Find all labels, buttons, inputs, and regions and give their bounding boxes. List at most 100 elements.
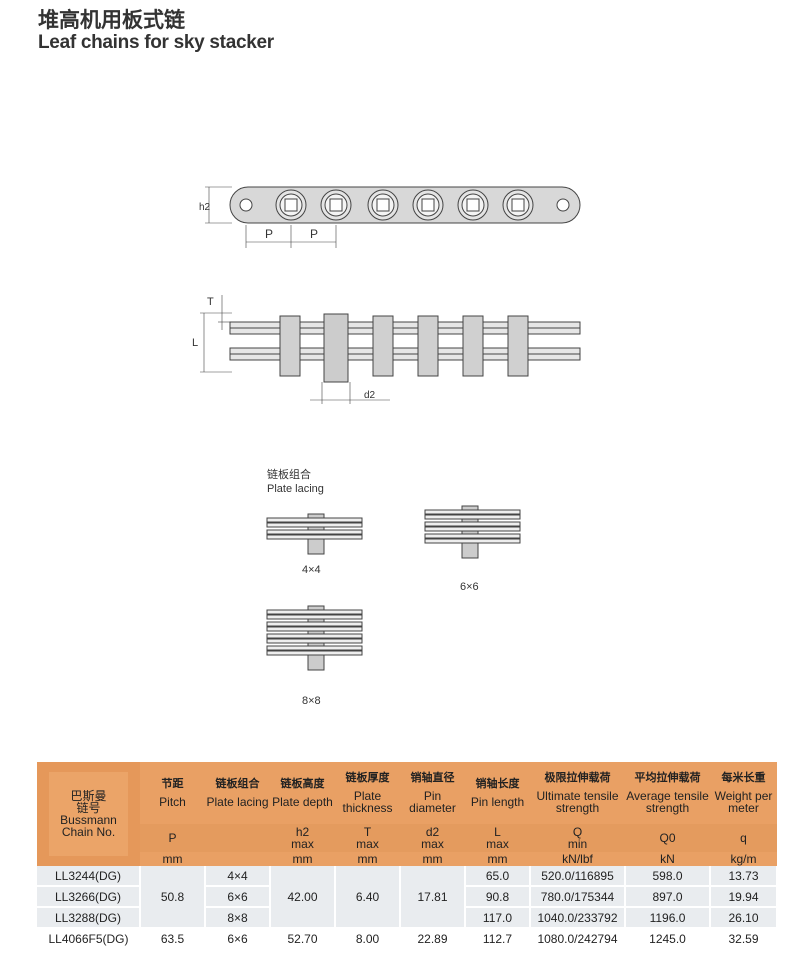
- title-cn: 堆高机用板式链: [38, 8, 185, 32]
- chain-no-header-line: Chain No.: [61, 825, 116, 839]
- value-l: 90.8: [465, 886, 531, 908]
- column-symbol-main: d2: [425, 825, 440, 839]
- column-symbol: Q0: [625, 824, 710, 852]
- plate: [266, 609, 363, 615]
- lacing-6x6-label: 6×6: [460, 581, 479, 593]
- chain-no: LL3266(DG): [37, 886, 141, 908]
- value-q: 780.0/175344: [530, 886, 626, 908]
- plate: [424, 521, 521, 527]
- pitch-label-2: P: [310, 227, 318, 241]
- column-header-en: Plate thickness: [342, 789, 393, 815]
- chain-no: LL3244(DG): [37, 866, 141, 887]
- plate: [266, 529, 363, 535]
- column-header: 链板高度 Plate depth: [270, 762, 335, 824]
- value-q0: 598.0: [625, 866, 711, 887]
- column-header-cn: 链板组合: [215, 777, 260, 790]
- pin: [372, 315, 394, 377]
- lacing-title-cn: 链板组合: [267, 467, 311, 481]
- title-en: Leaf chains for sky stacker: [38, 32, 274, 53]
- plate: [266, 517, 363, 523]
- plate: [266, 633, 363, 639]
- column-unit: mm: [140, 852, 205, 866]
- column-header: 销轴长度 Pin length: [465, 762, 530, 824]
- pin: [462, 315, 484, 377]
- column-symbol: [205, 824, 270, 852]
- column-header-cn: 每米长重: [721, 771, 766, 784]
- column-header-cn: 平均拉伸载荷: [634, 771, 701, 784]
- plate: [424, 509, 521, 515]
- top-view: T L d2: [192, 295, 581, 404]
- pin: [507, 315, 529, 377]
- column-header-en: Plate depth: [272, 795, 333, 809]
- l-label: L: [192, 337, 198, 349]
- value-l: 117.0: [465, 907, 531, 929]
- pin-diameter: 17.81: [400, 866, 466, 929]
- value-q: 13.73: [710, 866, 778, 887]
- column-unit: mm: [400, 852, 465, 866]
- column-header-en: Weight per meter: [714, 789, 773, 815]
- value-thick: 8.00: [335, 928, 400, 948]
- pin: [417, 315, 439, 377]
- plate-thickness: 6.40: [335, 866, 401, 929]
- side-view: h2 P P: [199, 186, 581, 248]
- value-l: 112.7: [465, 928, 530, 948]
- pitch: 50.8: [140, 866, 206, 929]
- plate-lacing: 8×8: [205, 907, 271, 929]
- column-symbol: P: [140, 824, 205, 852]
- column-symbol-main: T: [363, 825, 372, 839]
- value-q: 520.0/116895: [530, 866, 626, 887]
- column-header: 每米长重 Weight per meter: [710, 762, 777, 824]
- value-q0: 1196.0: [625, 907, 711, 929]
- column-symbol-sub: max: [356, 837, 379, 851]
- column-header: 链板组合 Plate lacing: [205, 762, 270, 824]
- plate-depth: 42.00: [270, 866, 336, 929]
- column-header-cn: 链板高度: [280, 777, 325, 790]
- column-symbol-main: q: [740, 831, 747, 845]
- column-header-en: Plate lacing: [206, 795, 269, 809]
- column-unit: mm: [465, 852, 530, 866]
- column-unit: mm: [270, 852, 335, 866]
- plate-lacing: 6×6: [205, 886, 271, 908]
- column-unit: kg/m: [710, 852, 777, 866]
- column-header-en: Pin length: [470, 795, 525, 809]
- value-pitch: 63.5: [140, 928, 205, 948]
- value-q0: 1245.0: [625, 928, 710, 948]
- column-header: 平均拉伸载荷 Average tensile strength: [625, 762, 710, 824]
- column-symbol-sub: max: [486, 837, 509, 851]
- column-header-en: Pitch: [159, 795, 186, 809]
- column-header-en: Ultimate tensile strength: [536, 789, 619, 815]
- column-symbol-main: h2: [295, 825, 310, 839]
- column-symbol-sub: max: [291, 837, 314, 851]
- chain-no-header-line: 巴斯曼: [70, 789, 107, 803]
- column-header-cn: 销轴长度: [475, 777, 520, 790]
- plate: [424, 533, 521, 539]
- plate-lacing: 4×4: [205, 866, 271, 887]
- value-l: 65.0: [465, 866, 531, 887]
- column-header-cn: 极限拉伸载荷: [544, 771, 611, 784]
- column-symbol: q: [710, 824, 777, 852]
- column-symbol-main: Q0: [659, 831, 676, 845]
- plate: [229, 327, 581, 335]
- column-header-en: Average tensile strength: [626, 789, 709, 815]
- chain-no: LL3288(DG): [37, 907, 141, 929]
- column-unit: [205, 852, 270, 866]
- value-no: LL4066F5(DG): [37, 928, 140, 948]
- pin: [279, 315, 301, 377]
- lacing-4x4-label: 4×4: [302, 564, 321, 576]
- value-q0: 897.0: [625, 886, 711, 908]
- value-q: 32.59: [710, 928, 777, 948]
- pitch-label-1: P: [265, 227, 273, 241]
